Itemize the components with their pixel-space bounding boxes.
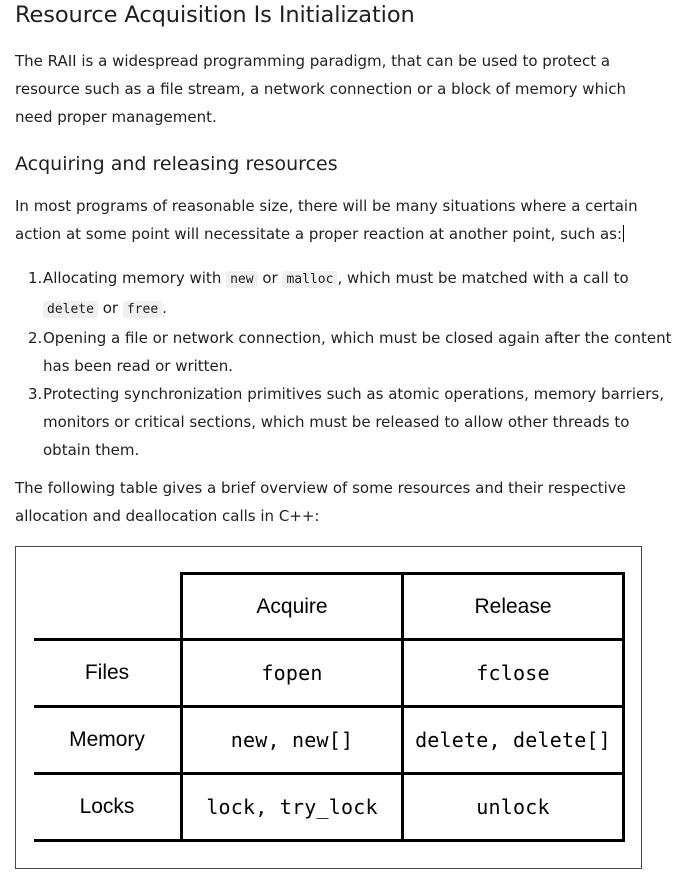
row-label-memory: Memory bbox=[69, 728, 145, 751]
list-number: 1. bbox=[28, 269, 43, 287]
intro-paragraph: The RAII is a widespread programming par… bbox=[15, 52, 627, 126]
table-cell: lock, try_lock bbox=[206, 795, 378, 819]
list-number: 2. bbox=[28, 329, 43, 347]
section-heading: Acquiring and releasing resources bbox=[15, 153, 338, 175]
situations-list: 1. Allocating memory with new or malloc,… bbox=[28, 264, 675, 464]
list-text: Opening a file or network connection, wh… bbox=[43, 329, 672, 375]
table-rule bbox=[180, 572, 183, 842]
list-number: 3. bbox=[28, 385, 43, 403]
table-rule bbox=[34, 638, 624, 641]
inline-code: free bbox=[122, 301, 163, 318]
table-intro-paragraph: The following table gives a brief overvi… bbox=[15, 479, 626, 525]
section-paragraph: In most programs of reasonable size, the… bbox=[15, 192, 665, 248]
table-rule bbox=[34, 839, 624, 842]
list-text: Protecting synchronization primitives su… bbox=[43, 385, 664, 459]
table-cell: fopen bbox=[261, 661, 323, 685]
table-cell: fclose bbox=[476, 661, 550, 685]
row-label-locks: Locks bbox=[79, 795, 135, 818]
table-rule bbox=[622, 572, 625, 842]
table-cell: new, new[] bbox=[230, 728, 354, 752]
page-title: Resource Acquisition Is Initialization bbox=[15, 2, 415, 28]
column-header-release: Release bbox=[474, 594, 552, 618]
table-rule bbox=[401, 572, 404, 842]
list-item: 1. Allocating memory with new or malloc,… bbox=[28, 264, 675, 324]
list-text: or bbox=[257, 269, 283, 287]
resource-table-figure: Acquire Release Files fopen fclose Memor… bbox=[15, 546, 642, 869]
section-paragraph-text: In most programs of reasonable size, the… bbox=[15, 197, 638, 243]
list-item: 2. Opening a file or network connection,… bbox=[28, 324, 675, 380]
list-text: , which must be matched with a call to bbox=[337, 269, 629, 287]
inline-code: delete bbox=[43, 301, 98, 318]
table-cell: delete, delete[] bbox=[415, 728, 611, 752]
table-rule bbox=[34, 705, 624, 708]
text-cursor bbox=[623, 225, 625, 242]
list-text: Allocating memory with bbox=[43, 269, 227, 287]
inline-code: new bbox=[226, 271, 258, 288]
column-header-acquire: Acquire bbox=[256, 594, 328, 618]
list-item: 3. Protecting synchronization primitives… bbox=[28, 380, 675, 464]
list-text: . bbox=[162, 299, 167, 317]
inline-code: malloc bbox=[282, 271, 338, 288]
row-label-files: Files bbox=[84, 661, 130, 684]
list-text: or bbox=[97, 299, 123, 317]
table-rule bbox=[34, 772, 624, 775]
table-cell: unlock bbox=[476, 795, 550, 819]
